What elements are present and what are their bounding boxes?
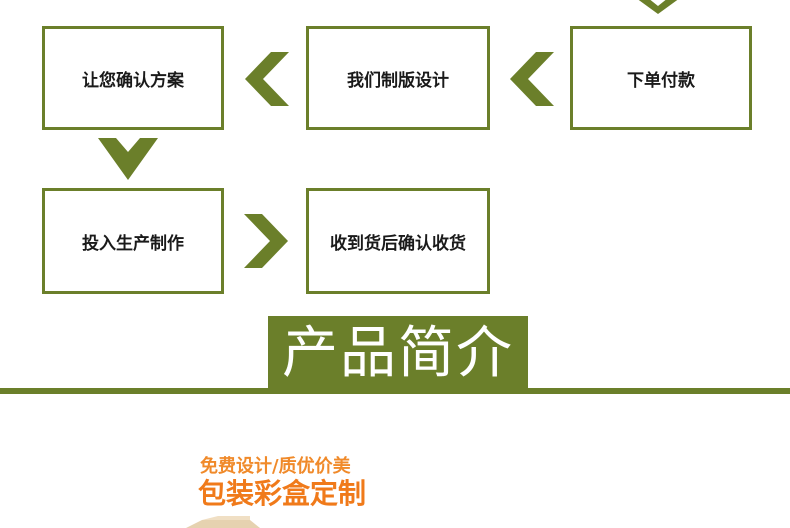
- promo-headline: 包装彩盒定制: [198, 472, 366, 512]
- step-label: 收到货后确认收货: [330, 229, 466, 254]
- step-label: 投入生产制作: [82, 229, 184, 254]
- chevron-down-icon: [636, 0, 680, 16]
- step-label: 让您确认方案: [82, 66, 184, 91]
- step-production: 投入生产制作: [42, 188, 224, 294]
- chevron-right-icon: [244, 214, 290, 268]
- step-confirm-plan: 让您确认方案: [42, 26, 224, 130]
- step-plate-design: 我们制版设计: [306, 26, 490, 130]
- box-image: [180, 516, 260, 528]
- chevron-left-icon: [243, 52, 289, 106]
- step-confirm-receipt: 收到货后确认收货: [306, 188, 490, 294]
- chevron-left-icon: [508, 52, 554, 106]
- step-label: 我们制版设计: [347, 66, 449, 91]
- chevron-down-icon: [98, 138, 158, 180]
- step-place-order: 下单付款: [570, 26, 752, 130]
- step-label: 下单付款: [627, 66, 695, 91]
- section-title: 产品简介: [268, 316, 528, 392]
